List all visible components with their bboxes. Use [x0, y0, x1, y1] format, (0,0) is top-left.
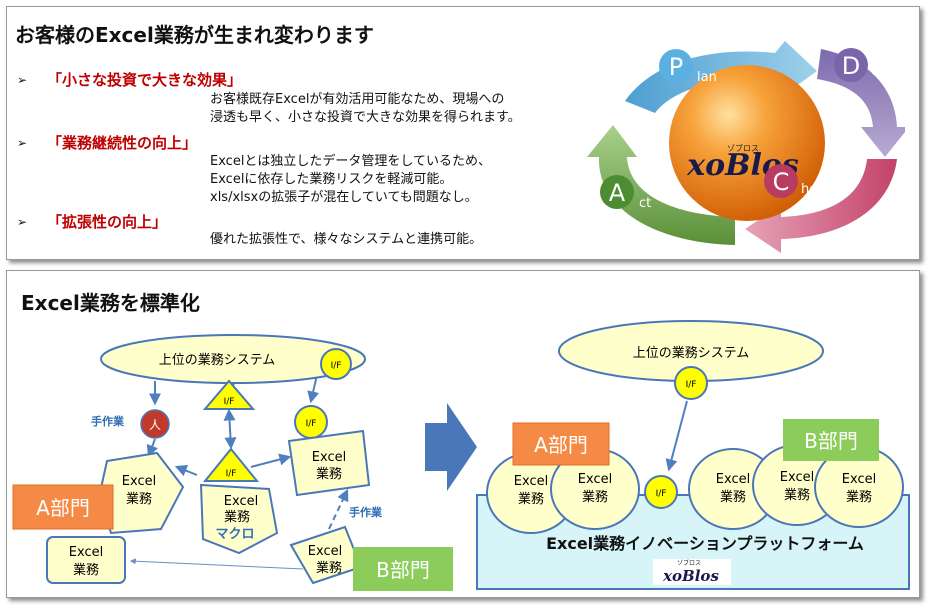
thin-connector	[129, 558, 304, 570]
xoblos-logo-ruby: ゾブロス	[727, 143, 759, 153]
benefits-panel: お客様のExcel業務が生まれ変わります ➢ 「小さな投資で大きな効果」 お客様…	[6, 6, 920, 260]
if-label: I/F	[226, 469, 237, 479]
check-circle	[764, 164, 798, 198]
benefit-heading-1: 「小さな投資で大きな効果」	[47, 71, 243, 89]
benefits-title: お客様のExcel業務が生まれ変わります	[15, 23, 374, 47]
excel-work-label: 業務	[582, 489, 608, 505]
excel-box-shape	[287, 429, 371, 497]
check-rest: heck	[801, 182, 832, 197]
dept-a-label: A部門	[534, 433, 588, 457]
connector	[307, 374, 320, 404]
benefit-desc-1-line-1: お客様既存Excelが有効活用可能なため、現場への	[210, 92, 505, 107]
standardization-diagram: 上位の業務システム I/F I/F 人 手作業 I/F I/F Excel 業務…	[12, 320, 910, 591]
dashed-connector	[328, 488, 349, 530]
person-circle	[140, 409, 170, 439]
excel-label: Excel	[780, 470, 814, 485]
bullet-icon: ➢	[17, 215, 28, 229]
connector	[146, 438, 158, 458]
benefit-desc-2-line-2: Excelに依存した業務リスクを軽減可能。	[210, 172, 453, 187]
benefit-desc-2-line-1: Excelとは独立したデータ管理をしているため、	[210, 154, 492, 169]
excel-label: Excel	[514, 474, 548, 489]
bullet-icon: ➢	[17, 73, 28, 87]
plan-letter: P	[669, 53, 683, 81]
transform-arrow	[425, 403, 477, 491]
excel-label: Excel	[578, 472, 612, 487]
plan-rest: lan	[697, 70, 717, 85]
benefit-desc-2-line-3: xls/xlsxの拡張子が混在していても問題なし。	[210, 190, 478, 205]
check-letter: C	[773, 168, 790, 196]
platform-logo: xoBlos	[662, 567, 719, 585]
excel-label: Excel	[122, 474, 156, 489]
connector	[223, 408, 237, 450]
upper-system-label: 上位の業務システム	[633, 345, 750, 361]
excel-box-shape	[46, 536, 126, 584]
connector	[174, 464, 198, 477]
if-circle	[674, 366, 708, 400]
excel-macro-shape	[199, 483, 279, 555]
upper-system-ellipse	[100, 334, 366, 384]
excel-label: Excel	[716, 472, 750, 487]
bullet-icon: ➢	[17, 136, 28, 150]
if-label: I/F	[686, 380, 697, 390]
excel-work-label: 業務	[73, 562, 99, 578]
connector	[250, 453, 292, 468]
do-rest: o	[871, 64, 879, 79]
if-circle	[644, 475, 678, 509]
upper-system-label: 上位の業務システム	[159, 352, 276, 368]
excel-work-label: 業務	[518, 491, 544, 507]
if-label: I/F	[224, 397, 235, 407]
act-circle	[600, 175, 634, 209]
excel-label: Excel	[842, 472, 876, 487]
benefit-heading-2: 「業務継続性の向上」	[47, 134, 198, 152]
orange-sphere	[669, 65, 825, 221]
plan-circle	[659, 49, 693, 83]
connector	[665, 400, 688, 472]
pdca-cycle-graphic: ゾブロス xoBlos P lan D o C heck A ct	[587, 41, 905, 253]
person-label: 人	[149, 418, 161, 432]
benefit-desc-1-line-2: 浸透も早く、小さな投資で大きな効果を得られます。	[210, 110, 521, 125]
benefit-desc-3-line-1: 優れた拡張性で、様々なシステムと連携可能。	[210, 232, 483, 247]
dept-b-box	[353, 547, 453, 591]
standardization-title: Excel業務を標準化	[21, 291, 200, 315]
macro-label: マクロ	[215, 527, 254, 542]
if-label: I/F	[656, 489, 667, 499]
dept-b-label: B部門	[804, 429, 858, 453]
do-letter: D	[842, 52, 860, 80]
dept-a-box	[12, 484, 114, 530]
manual-work-label: 手作業	[91, 414, 125, 428]
check-arrow-band	[745, 159, 897, 253]
excel-label: Excel	[69, 545, 103, 560]
act-arrow-band	[587, 125, 735, 245]
excel-label: Excel	[224, 494, 258, 509]
if-circle	[320, 348, 352, 380]
standardization-panel: Excel業務を標準化 上位の業務システム I/F I/F	[6, 270, 920, 598]
platform-logo-box	[653, 559, 731, 585]
excel-work-label: 業務	[846, 489, 872, 505]
benefit-heading-3: 「拡張性の向上」	[47, 213, 168, 231]
if-triangle	[202, 379, 256, 410]
dept-a-box	[512, 422, 610, 466]
excel-label: Excel	[312, 450, 346, 465]
excel-work-label: 業務	[224, 509, 250, 525]
dept-a-label: A部門	[36, 496, 90, 520]
act-rest: ct	[639, 196, 651, 211]
if-triangle	[202, 447, 260, 482]
platform-logo-ruby: ゾブロス	[677, 559, 701, 567]
if-label: I/F	[306, 419, 317, 429]
dept-b-label: B部門	[376, 558, 430, 582]
excel-label: Excel	[308, 544, 342, 559]
platform-label: Excel業務イノベーションプラットフォーム	[546, 534, 864, 553]
dept-b-box	[783, 419, 879, 461]
excel-work-label: 業務	[720, 489, 746, 505]
manual-work-label: 手作業	[349, 505, 383, 519]
if-label: I/F	[331, 361, 342, 371]
act-letter: A	[609, 179, 626, 207]
excel-work-label: 業務	[316, 560, 342, 576]
excel-work-label: 業務	[316, 466, 342, 482]
do-circle	[834, 48, 868, 82]
excel-work-label: 業務	[784, 487, 810, 503]
excel-work-label: 業務	[126, 491, 152, 507]
